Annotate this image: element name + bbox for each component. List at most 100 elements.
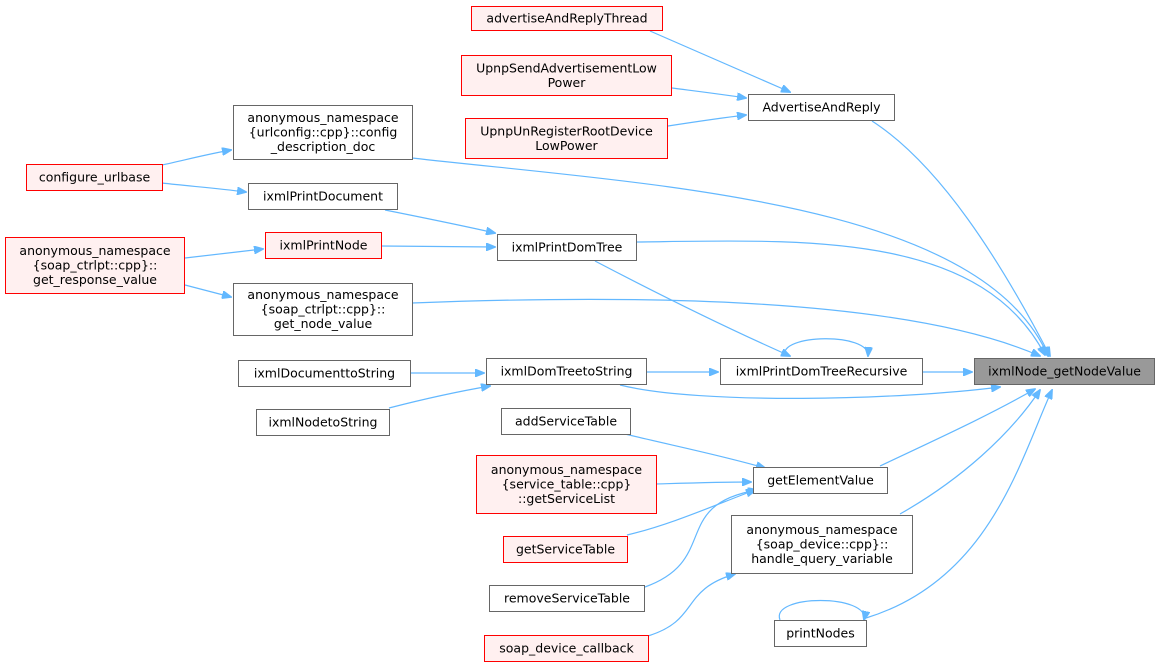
edge-path (384, 209, 495, 233)
edge-print_nodes-to-print_nodes (778, 600, 864, 621)
edge-path (411, 298, 1040, 356)
edge-node_to_string-to-dom_tree_to_string (388, 386, 490, 409)
edge-dom_tree_to_string-to-target (619, 385, 1000, 399)
node-label: ixmlNode_getNodeValue (988, 364, 1141, 379)
node-print-dom-tree[interactable]: ixmlPrintDomTree (497, 234, 637, 261)
node-label: {service_table::cpp} (502, 477, 632, 492)
node-label: ixmlDocumenttoString (254, 366, 395, 381)
node-print-nodes[interactable]: printNodes (774, 620, 867, 647)
node-label: getServiceTable (516, 542, 615, 557)
node-node-to-string[interactable]: ixmlNodetoString (256, 409, 390, 436)
node-box (489, 585, 645, 612)
node-label: ixmlDomTreetoString (501, 364, 633, 379)
edge-path (667, 115, 746, 127)
edge-print_dom_tree-to-print_dom_tree_recursive (594, 260, 790, 356)
node-label: anonymous_namespace (746, 522, 897, 537)
node-get-service-list[interactable]: anonymous_namespace{service_table::cpp}:… (476, 455, 657, 514)
edge-get_response_value-to-get_node_value (184, 284, 231, 297)
node-get-response-value[interactable]: anonymous_namespace{soap_ctrlpt::cpp}::g… (5, 237, 185, 294)
node-label: anonymous_namespace (491, 462, 642, 477)
node-label: addServiceTable (515, 414, 617, 429)
edge-path (649, 30, 790, 92)
edge-path (624, 433, 765, 468)
node-label: ixmlPrintNode (280, 238, 368, 253)
edge-print_node-to-print_dom_tree (380, 246, 495, 247)
node-label: ::getServiceList (518, 491, 615, 506)
node-box (5, 237, 185, 294)
node-label: anonymous_namespace (247, 110, 398, 125)
node-box (720, 358, 923, 385)
edge-config_desc_doc-to-target (411, 157, 1048, 356)
edge-print_dom_tree-to-target (636, 240, 1045, 355)
node-label: configure_urlbase (39, 170, 151, 185)
node-get-element-value[interactable]: getElementValue (753, 467, 888, 494)
edge-advertise_reply-to-target (871, 120, 1050, 356)
node-remove-service-table[interactable]: removeServiceTable (489, 585, 645, 612)
node-advertise-thread[interactable]: advertiseAndReplyThread (471, 6, 663, 31)
node-label: AdvertiseAndReply (762, 100, 881, 115)
edge-path (871, 120, 1050, 356)
node-get-node-value[interactable]: anonymous_namespace{soap_ctrlpt::cpp}::g… (233, 283, 413, 336)
edge-path (184, 284, 231, 297)
node-box (748, 94, 895, 121)
node-label: advertiseAndReplyThread (486, 11, 647, 26)
edge-get_element_value-to-target (879, 389, 1035, 467)
edge-advertise_thread-to-advertise_reply (649, 30, 790, 92)
node-label: ixmlPrintDocument (263, 189, 383, 204)
node-label: get_response_value (33, 272, 157, 287)
edge-path (636, 240, 1045, 355)
node-box (974, 358, 1155, 385)
edge-path (626, 490, 755, 536)
node-advertise-reply[interactable]: AdvertiseAndReply (748, 94, 895, 121)
node-label: getElementValue (767, 473, 874, 488)
node-print-dom-tree-recursive[interactable]: ixmlPrintDomTreeRecursive (720, 358, 923, 385)
node-label: removeServiceTable (504, 591, 630, 606)
node-label: anonymous_namespace (247, 287, 398, 302)
edge-handle_query_variable-to-target (899, 390, 1040, 515)
node-configure-urlbase[interactable]: configure_urlbase (26, 164, 163, 191)
edge-add_service_table-to-get_element_value (624, 433, 765, 468)
edge-upnp_send_adv-to-advertise_reply (671, 87, 746, 98)
node-label: UpnpSendAdvertisementLow (476, 60, 657, 75)
node-soap-device-callback[interactable]: soap_device_callback (484, 635, 649, 662)
node-label: LowPower (535, 138, 598, 153)
node-box (486, 358, 647, 385)
edge-path (380, 246, 495, 247)
node-box (731, 515, 913, 574)
node-label: {urlconfig::cpp}::config (249, 125, 398, 140)
node-box (503, 536, 628, 563)
node-box (233, 283, 413, 336)
node-print-node[interactable]: ixmlPrintNode (265, 232, 382, 259)
node-label: UpnpUnRegisterRootDevice (480, 123, 653, 138)
node-label: ixmlPrintDomTreeRecursive (736, 364, 908, 379)
node-box (461, 55, 672, 96)
node-label: _description_doc (270, 139, 376, 154)
node-label: {soap_ctrlpt::cpp}:: (33, 258, 158, 273)
edges-layer (161, 30, 1052, 637)
node-label: ixmlNodetoString (269, 415, 378, 430)
node-config-desc-doc[interactable]: anonymous_namespace{urlconfig::cpp}::con… (233, 105, 413, 160)
node-box (753, 467, 888, 494)
node-label: handle_query_variable (751, 551, 893, 566)
edge-get_response_value-to-print_node (184, 249, 263, 259)
edge-configure_urlbase-to-print_document (161, 182, 246, 192)
edge-get_node_value-to-target (411, 298, 1040, 356)
node-box (484, 635, 649, 662)
node-print-document[interactable]: ixmlPrintDocument (248, 183, 398, 210)
edge-path (655, 482, 751, 484)
node-box (233, 105, 413, 160)
node-document-to-string[interactable]: ixmlDocumenttoString (238, 360, 411, 387)
edge-path (879, 389, 1035, 467)
edge-path (388, 386, 490, 409)
node-add-service-table[interactable]: addServiceTable (501, 408, 631, 435)
edge-print_dom_tree_recursive-to-print_dom_tree_recursive (784, 338, 868, 356)
nodes-layer: ixmlNode_getNodeValue advertiseAndReplyTh… (5, 6, 1155, 662)
node-dom-tree-to-string[interactable]: ixmlDomTreetoString (486, 358, 647, 385)
edge-path (619, 385, 1000, 399)
node-handle-query-variable[interactable]: anonymous_namespace{soap_device::cpp}::h… (731, 515, 913, 574)
edge-remove_service_table-to-get_element_value (644, 490, 757, 588)
node-get-service-table[interactable]: getServiceTable (503, 536, 628, 563)
